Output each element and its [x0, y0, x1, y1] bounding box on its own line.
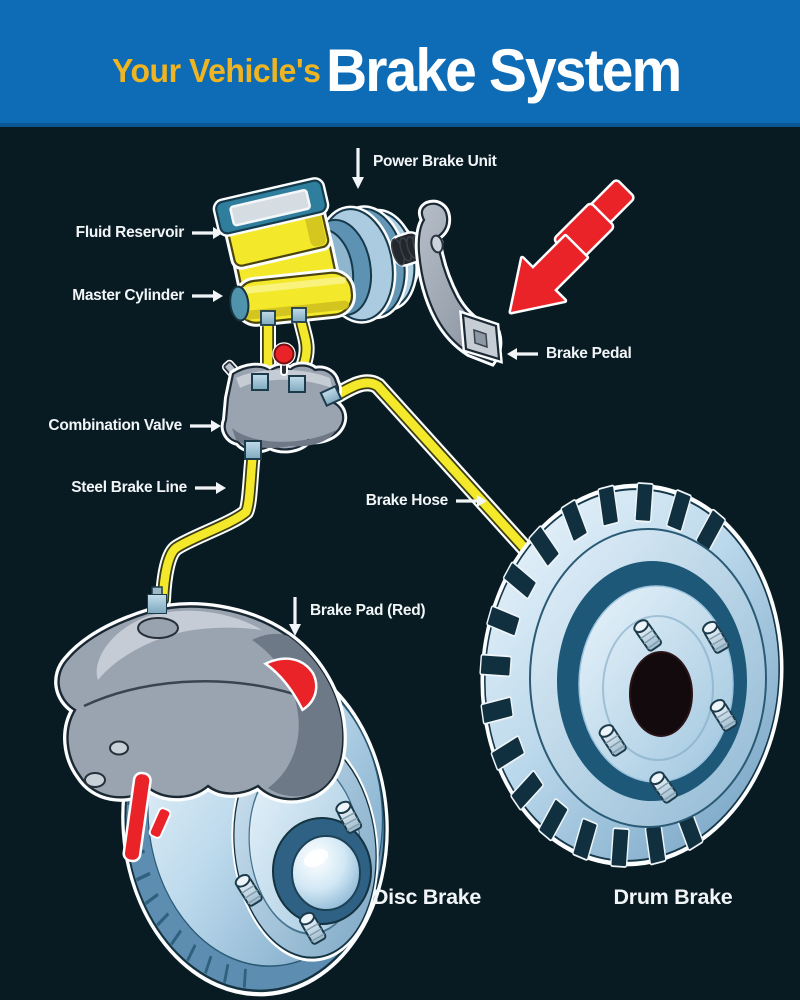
- caliper-inlet-fitting: [147, 586, 167, 614]
- combination-valve-illustration: [220, 342, 348, 460]
- master-cylinder-illustration: [212, 177, 356, 327]
- label-power-brake-unit: Power Brake Unit: [351, 148, 497, 190]
- master-cylinder-barrel: [229, 268, 356, 327]
- steel-brake-line-path: [155, 444, 261, 608]
- label-brake-pad: Brake Pad (Red): [288, 597, 426, 637]
- brake-caliper: [54, 586, 347, 863]
- disc-brake-illustration: [54, 586, 389, 997]
- arrow-right-icon: [195, 482, 226, 494]
- header-pretitle: Your Vehicle's: [112, 52, 321, 89]
- label-text: Fluid Reservoir: [75, 224, 185, 241]
- drum-brake-illustration: [479, 482, 784, 868]
- label-text: Power Brake Unit: [373, 153, 497, 170]
- label-text: Steel Brake Line: [71, 479, 187, 496]
- label-brake-pedal: Brake Pedal: [506, 345, 632, 363]
- label-master-cylinder: Master Cylinder: [72, 287, 224, 305]
- arrow-down-icon: [289, 597, 301, 636]
- brake-pedal-illustration: [414, 199, 503, 367]
- label-brake-hose: Brake Hose: [366, 492, 488, 510]
- arrow-left-icon: [507, 348, 538, 360]
- header-banner: Your Vehicle's Brake System: [0, 0, 800, 127]
- label-combination-valve: Combination Valve: [48, 417, 222, 435]
- brake-pad-red: [122, 657, 318, 863]
- arrow-right-icon: [192, 227, 223, 239]
- valve-red-knob: [272, 342, 296, 376]
- arrow-down-icon: [352, 148, 364, 189]
- caption-drum-brake: Drum Brake: [613, 885, 733, 909]
- label-text: Combination Valve: [48, 417, 182, 434]
- pedal-pad: [459, 309, 503, 364]
- arrow-right-icon: [190, 420, 221, 432]
- drum-center-hole: [629, 651, 693, 737]
- hub-bearing-dome: [291, 835, 361, 911]
- reservoir-cap: [212, 177, 330, 237]
- label-text: Brake Pedal: [546, 345, 632, 362]
- caption-disc-brake: Disc Brake: [372, 885, 482, 909]
- press-direction-arrow: [508, 179, 635, 315]
- label-text: Master Cylinder: [72, 287, 184, 304]
- label-text: Brake Hose: [365, 492, 449, 509]
- label-fluid-reservoir: Fluid Reservoir: [76, 224, 224, 242]
- arrow-right-icon: [456, 495, 487, 507]
- arrow-right-icon: [192, 290, 223, 302]
- label-steel-brake-line: Steel Brake Line: [71, 479, 227, 497]
- page-title: Brake System: [326, 37, 682, 104]
- label-text: Brake Pad (Red): [310, 602, 426, 619]
